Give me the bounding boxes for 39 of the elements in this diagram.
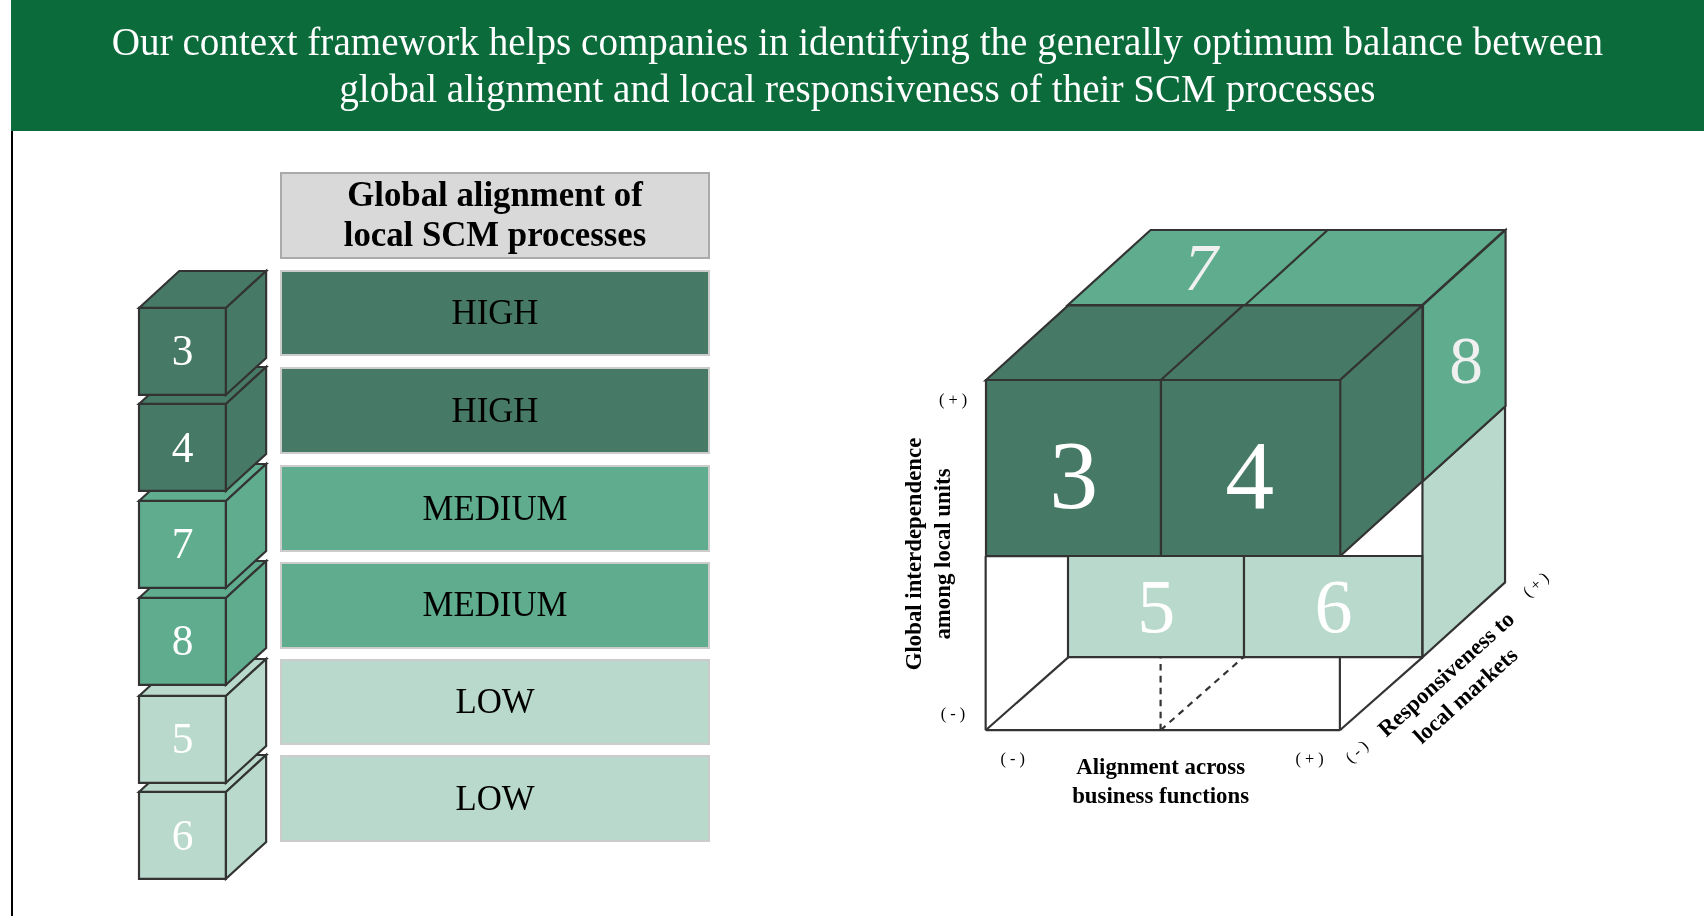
level-bar: HIGH [280, 367, 710, 455]
cube-number: 8 [1449, 327, 1483, 395]
cube-block [139, 560, 267, 685]
cube-face [1422, 230, 1506, 482]
cube-number: 3 [1049, 427, 1099, 525]
cube-number: 4 [171, 426, 194, 470]
cube-number: 4 [1225, 427, 1275, 525]
axis-sign: ( - ) [940, 703, 966, 725]
level-bar: LOW [280, 658, 710, 746]
cube-block [139, 755, 267, 880]
cube-face [985, 380, 1161, 557]
cube-number: 5 [171, 717, 194, 761]
level-bar: MEDIUM [280, 561, 710, 649]
cube-block [139, 658, 267, 783]
cube-number: 3 [171, 329, 194, 373]
level-bar: LOW [280, 755, 710, 843]
axis-sign: ( + ) [1518, 567, 1553, 602]
level-bar: HIGH [280, 269, 710, 357]
axis-title: Alignment across business functions [1071, 753, 1251, 811]
axis-sign: ( + ) [938, 389, 968, 411]
cube-block [139, 270, 267, 395]
level-bar: MEDIUM [280, 465, 710, 553]
cube-number: 7 [1184, 234, 1218, 303]
cube-number: 8 [171, 619, 194, 663]
cube-number: 7 [171, 522, 194, 567]
cube-number: 5 [1137, 568, 1176, 645]
axis-sign: ( + ) [1295, 748, 1324, 769]
axis-sign: ( - ) [1000, 748, 1026, 769]
cube-number: 6 [171, 813, 194, 858]
header-box: Global alignment of local SCM processes [280, 171, 710, 259]
cube-block [139, 464, 267, 588]
cube-number: 6 [1314, 568, 1353, 645]
cube-face [1160, 380, 1340, 557]
cube-face [1068, 556, 1245, 658]
title: Our context framework helps companies in identifying the generally optimum balance between global alignment and local responsiveness of their SCM processes [110, 18, 1604, 113]
axis-title: Global interdependence among local units [900, 436, 957, 673]
cube-block [139, 367, 267, 492]
axis-sign: ( - ) [1341, 736, 1374, 768]
cube-face [1068, 230, 1506, 306]
